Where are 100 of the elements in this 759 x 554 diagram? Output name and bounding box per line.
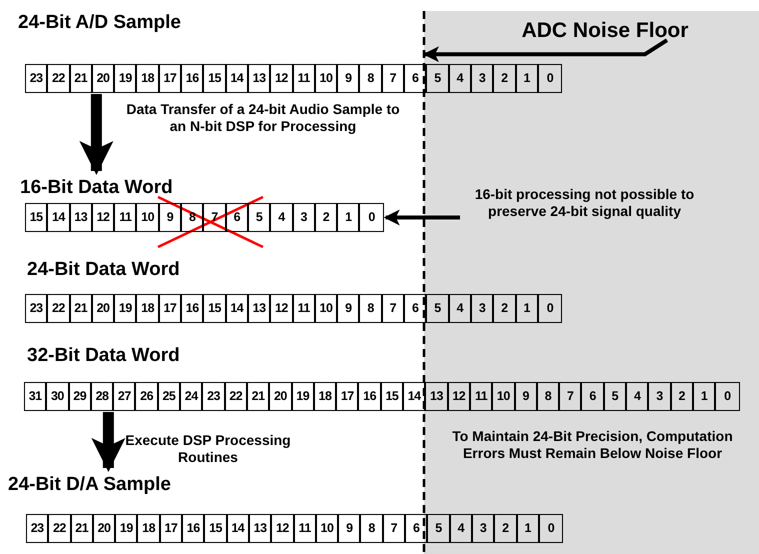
bit-cell: 4	[627, 383, 650, 410]
register-heading: 24-Bit D/A Sample	[8, 474, 171, 496]
bit-cell: 18	[138, 515, 161, 542]
bit-cell: 2	[494, 295, 517, 322]
bit-cell: 22	[226, 383, 248, 410]
bit-cell: 19	[292, 383, 315, 410]
edge-label: Data Transfer of a 24-bit Audio Sample to an N-bit DSP for Processing	[125, 101, 401, 135]
bit-cell: 10	[316, 65, 338, 92]
bit-cell: 1	[694, 383, 716, 410]
bit-cell: 1	[338, 204, 360, 231]
bit-cell: 6	[406, 515, 428, 542]
register-heading: 24-Bit A/D Sample	[18, 12, 181, 34]
bit-cell: 8	[538, 383, 560, 410]
bit-cell: 7	[384, 515, 406, 542]
bit-cell: 15	[382, 383, 404, 410]
arrow	[384, 210, 460, 226]
bit-cell: 28	[92, 383, 114, 410]
bit-cell: 16	[183, 515, 206, 542]
bit-cell: 25	[158, 383, 182, 410]
bit-cell: 14	[48, 204, 71, 231]
bit-cell: 8	[182, 204, 204, 231]
bit-cell: 6	[405, 65, 428, 92]
bit-cell: 16	[182, 295, 204, 322]
bit-cell: 12	[272, 515, 295, 542]
bit-cell: 30	[47, 383, 70, 410]
bit-cell: 20	[92, 65, 116, 92]
bit-cell: 10	[316, 515, 340, 542]
bit-cell: 23	[203, 383, 226, 410]
bit-cell: 17	[160, 65, 182, 92]
bit-cell: 13	[248, 295, 272, 322]
bit-cell: 12	[271, 65, 294, 92]
bit-cell: 2	[316, 204, 338, 231]
bit-cell: 21	[72, 515, 94, 542]
edge-label: Execute DSP Processing Routines	[124, 432, 292, 466]
bit-cell: 19	[115, 295, 138, 322]
bit-cell: 10	[493, 383, 516, 410]
bit-cell: 23	[26, 295, 48, 322]
bit-cell: 10	[316, 295, 338, 322]
down-arrow	[91, 412, 126, 472]
bit-cell: 9	[338, 295, 360, 322]
note-text: To Maintain 24-Bit Precision, Computation Errors Must Remain Below Noise Floor	[451, 428, 734, 462]
bit-cell: 2	[672, 383, 694, 410]
bit-cell: 22	[48, 295, 71, 322]
bit-cell: 13	[426, 383, 449, 410]
bit-cell: 22	[48, 65, 71, 92]
bit-cell: 13	[70, 204, 93, 231]
bit-cell: 14	[228, 515, 250, 542]
arrow	[423, 38, 668, 62]
bit-cell: 20	[92, 295, 116, 322]
bit-cell: 22	[49, 515, 72, 542]
register-heading: 24-Bit Data Word	[27, 259, 180, 281]
bit-cell: 4	[271, 204, 294, 231]
bit-cell: 12	[448, 383, 471, 410]
bit-cell: 9	[160, 204, 182, 231]
bit-cell: 20	[270, 383, 293, 410]
bit-cell: 4	[450, 295, 472, 322]
bit-cell: 15	[205, 515, 228, 542]
bit-cell: 13	[250, 515, 272, 542]
bit-cell: 16	[359, 383, 382, 410]
down-arrow	[79, 94, 114, 175]
bit-cell: 12	[92, 204, 116, 231]
bit-cell: 13	[248, 65, 272, 92]
bit-cell: 11	[470, 383, 494, 410]
bit-cell: 21	[70, 295, 93, 322]
bit-cell-text: 0	[723, 388, 732, 405]
bit-cell: 3	[472, 65, 494, 92]
bit-cell: 17	[337, 383, 360, 410]
bit-cell: 31	[25, 383, 48, 410]
bit-cell: 24	[181, 383, 204, 410]
bit-cell: 21	[70, 65, 93, 92]
bit-cell: 9	[516, 383, 538, 410]
bit-cell: 18	[137, 65, 160, 92]
bit-cell: 5	[248, 204, 272, 231]
bit-cell-text: 0	[367, 209, 376, 226]
bit-cell: 11	[294, 515, 317, 542]
bit-cell: 15	[204, 65, 227, 92]
bit-cell: 8	[360, 65, 383, 92]
bit-cell: 10	[137, 204, 160, 231]
bit-cell: 9	[339, 515, 362, 542]
bit-cell: 15	[204, 295, 227, 322]
bit-cell-text: 0	[546, 300, 554, 317]
bit-cell: 17	[160, 295, 182, 322]
bit-cell: 14	[404, 383, 426, 410]
bit-cell: 17	[160, 515, 184, 542]
bit-cell: 7	[382, 295, 406, 322]
bit-cell: 14	[226, 295, 249, 322]
bit-cell: 23	[26, 65, 48, 92]
bit-cell: 26	[136, 383, 159, 410]
bit-cell: 11	[294, 65, 316, 92]
bit-cell: 12	[271, 295, 294, 322]
annotation-text: 16-bit processing not possible to preserve 24-bit signal quality	[462, 186, 707, 220]
bit-cell: 16	[182, 65, 204, 92]
bit-cell: 21	[248, 383, 270, 410]
bit-cell: 2	[495, 515, 518, 542]
bit-cell: 19	[115, 65, 138, 92]
bit-cell: 7	[382, 65, 406, 92]
bit-cell: 8	[361, 515, 384, 542]
bit-cell: 20	[94, 515, 116, 542]
bit-cell: 14	[226, 65, 249, 92]
bit-cell: 6	[226, 204, 249, 231]
